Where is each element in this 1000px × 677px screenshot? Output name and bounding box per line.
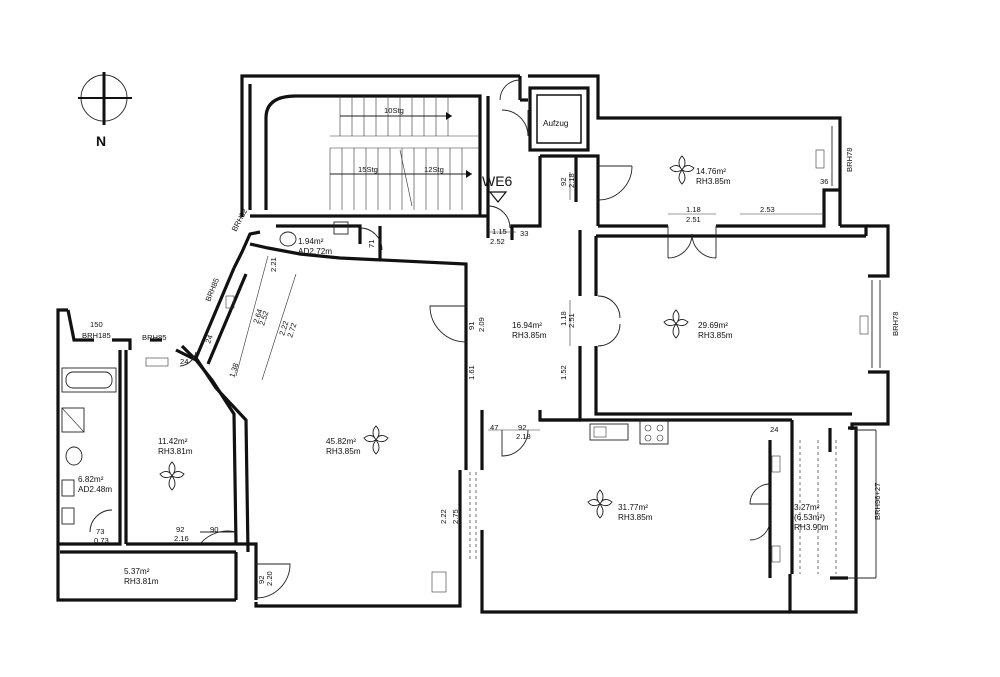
dim-33: 33 <box>520 229 528 238</box>
dim-24b: 24 <box>180 357 188 366</box>
hall-area: 16.94m² <box>512 321 542 330</box>
fixtures <box>61 126 881 593</box>
dashed-lines <box>469 429 877 579</box>
dim-90: 90 <box>210 525 218 534</box>
dim-92d: 92 <box>257 576 266 584</box>
stairs-lower-left-label: 15Stg <box>358 165 378 174</box>
dim-073: 0.73 <box>94 536 109 545</box>
unit-label: WE6 <box>482 173 513 189</box>
window-label-brh78-a: BRH78 <box>845 148 854 172</box>
stove-icon <box>639 419 669 445</box>
dim-138: 1.38 <box>227 362 240 379</box>
balcony-height: RH3.90m <box>794 523 829 532</box>
dim-218b: 2.18 <box>516 432 531 441</box>
dim-251b: 2.51 <box>567 313 576 328</box>
bathtub-icon <box>61 367 117 393</box>
north-label: N <box>96 133 106 149</box>
dim-152: 1.52 <box>559 365 568 380</box>
unit-entrance-marker: WE6 <box>482 173 513 203</box>
dim-252b: 2.52 <box>257 310 270 327</box>
dim-161: 1.61 <box>467 365 476 380</box>
dim-24c: 24 <box>203 334 214 345</box>
room-labels: 14.76m² RH3.85m 16.94m² RH3.85m 29.69m² … <box>78 167 829 586</box>
room-537-height: RH3.81m <box>124 577 159 586</box>
ceiling-rose-icons <box>159 155 695 519</box>
kitchen-sink-icon <box>589 423 629 441</box>
dim-218a: 2.18 <box>567 173 576 188</box>
dim-73: 73 <box>96 527 104 536</box>
dim-221: 2.21 <box>269 257 278 272</box>
dim-251a: 2.51 <box>686 215 701 224</box>
north-arrow-icon: N <box>78 72 132 149</box>
elevator-label: Aufzug <box>543 119 569 128</box>
wc-height: AD2.72m <box>298 247 332 256</box>
dim-209: 2.09 <box>477 317 486 332</box>
room-1476-area: 14.76m² <box>696 167 726 176</box>
sink-icon <box>61 479 75 497</box>
dim-150: 150 <box>90 320 103 329</box>
dimension-labels: 1.15 2.52 33 92 2.18 1.18 2.51 2.53 91 2… <box>94 173 828 586</box>
interior-walls <box>58 86 866 600</box>
dim-220: 2.20 <box>265 571 274 586</box>
dim-47: 47 <box>490 423 498 432</box>
dim-92b: 92 <box>518 423 526 432</box>
dim-71: 71 <box>367 240 376 248</box>
hall-height: RH3.85m <box>512 331 547 340</box>
room-1142-height: RH3.81m <box>158 447 193 456</box>
stairs-lower-right-label: 12Stg <box>424 165 444 174</box>
dim-36: 36 <box>820 177 828 186</box>
wc-toilet-icon <box>279 231 297 247</box>
dim-275: 2.75 <box>451 509 460 524</box>
room-537-area: 5.37m² <box>124 567 150 576</box>
dim-92c: 92 <box>176 525 184 534</box>
dim-118a: 1.18 <box>686 205 701 214</box>
toilet-icon <box>65 446 83 466</box>
window-label-brh82: BRH82 <box>230 207 249 233</box>
dim-264: 2.64 <box>251 308 264 325</box>
room-2969-area: 29.69m² <box>698 321 728 330</box>
wc-area: 1.94m² <box>298 237 324 246</box>
dim-118b: 1.18 <box>559 311 568 326</box>
dim-252-upper: 2.22 <box>277 320 290 337</box>
radiator-icon <box>145 357 169 367</box>
window-label-brh78-b: BRH78 <box>891 312 900 336</box>
window-label-brh96: BRH96+27 <box>873 483 882 520</box>
doors <box>89 79 771 599</box>
dim-272: 2.72 <box>285 322 298 339</box>
stairs-upper-label: 10Stg <box>384 106 404 115</box>
dim-91: 91 <box>467 322 476 330</box>
dimension-lines <box>235 172 824 431</box>
dim-222: 2.22 <box>439 509 448 524</box>
window-label-brh85-a: BRH85 <box>204 277 222 303</box>
window-label-brh185: BRH185 <box>82 331 111 340</box>
dim-92a: 92 <box>559 178 568 186</box>
room-1142-area: 11.42m² <box>158 437 188 446</box>
room-4582-height: RH3.85m <box>326 447 361 456</box>
bath-area: 6.82m² <box>78 475 104 484</box>
staircase: 10Stg 15Stg 12Stg <box>329 96 480 210</box>
kitchen-area: 31.77m² <box>618 503 648 512</box>
window-label-brh85-b: BRH85 <box>142 333 166 342</box>
outer-walls <box>56 74 890 614</box>
dim-115: 1.15 <box>492 227 507 236</box>
dim-253: 2.53 <box>760 205 775 214</box>
bath-height: AD2.48m <box>78 485 112 494</box>
room-4582-area: 45.82m² <box>326 437 356 446</box>
dim-252a: 2.52 <box>490 237 505 246</box>
balcony-area: 3.27m² <box>794 503 820 512</box>
balcony-area-alt: (6.53m²) <box>794 513 825 522</box>
dim-24a: 24 <box>770 425 778 434</box>
shower-icon <box>61 407 85 433</box>
room-1476-height: RH3.85m <box>696 177 731 186</box>
dim-216: 2.16 <box>174 534 189 543</box>
room-2969-height: RH3.85m <box>698 331 733 340</box>
kitchen-height: RH3.85m <box>618 513 653 522</box>
